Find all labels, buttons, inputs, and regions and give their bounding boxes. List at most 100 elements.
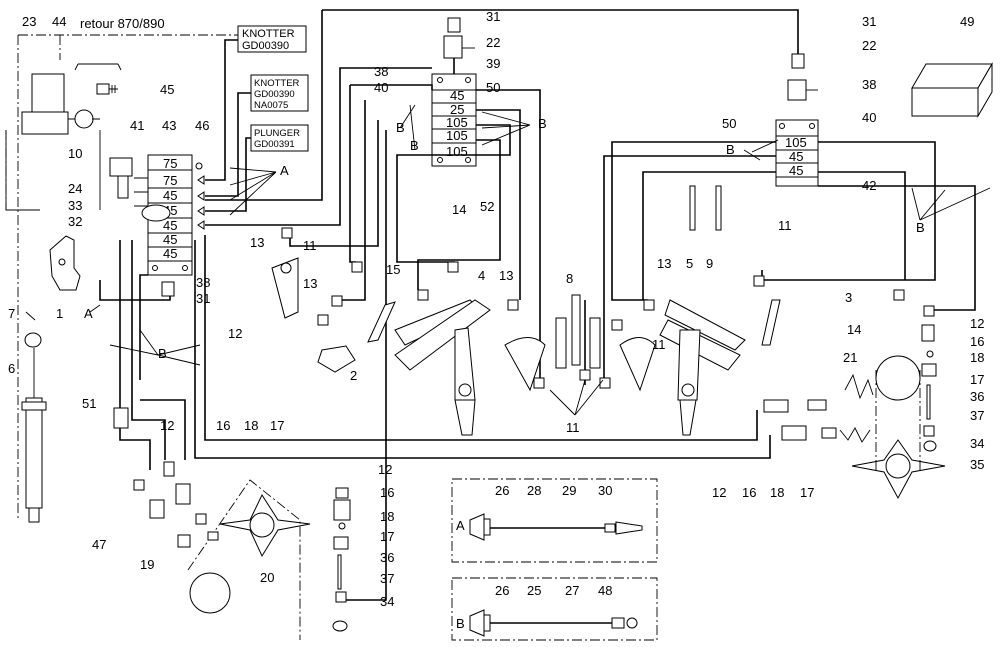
mounting-bracket xyxy=(49,235,81,291)
callout-label: 27 xyxy=(565,583,579,598)
fittings-right-low xyxy=(763,324,937,452)
left-block-value: 75 xyxy=(163,156,177,171)
center-block-value: 105 xyxy=(446,144,468,159)
right-distributor-block xyxy=(775,119,819,187)
callout-label: 12 xyxy=(160,418,174,433)
svg-text:GD00391: GD00391 xyxy=(254,139,295,150)
left-block-value: 45 xyxy=(163,232,177,247)
detail-b-hose xyxy=(469,609,638,637)
callout-label: 46 xyxy=(195,118,209,133)
center-needles xyxy=(555,294,601,369)
callout-label: 47 xyxy=(92,537,106,552)
left-block-outlets xyxy=(195,162,205,230)
right-block-value: 45 xyxy=(789,149,803,164)
callout-label: 5 xyxy=(686,256,693,271)
callout-label: 2 xyxy=(350,368,357,383)
line-letter: B xyxy=(410,138,419,153)
callout-label: 23 xyxy=(22,14,36,29)
callout-label: 51 xyxy=(82,396,96,411)
callout-label: 50 xyxy=(486,80,500,95)
callout-label: 45 xyxy=(160,82,174,97)
callout-label: 22 xyxy=(862,38,876,53)
callout-label: 30 xyxy=(598,483,612,498)
line-letter: A xyxy=(84,306,93,321)
svg-text:GD00390: GD00390 xyxy=(254,89,295,100)
center-distributor-block xyxy=(431,73,477,167)
center-block-value: 45 xyxy=(450,88,464,103)
fittings-center-low xyxy=(332,487,351,632)
callout-label: 12 xyxy=(712,485,726,500)
line-letter: A xyxy=(280,163,289,178)
callout-label: 11 xyxy=(652,337,666,352)
callout-label: 37 xyxy=(970,408,984,423)
line-letter: B xyxy=(916,220,925,235)
chain-21 xyxy=(844,373,874,400)
callout-label: 33 xyxy=(68,198,82,213)
detail-a-hose xyxy=(469,513,643,541)
line-letter: B xyxy=(456,616,465,631)
callout-label: 11 xyxy=(778,218,792,233)
callout-label: 35 xyxy=(970,457,984,472)
callout-label: 12 xyxy=(378,462,392,477)
callout-label: 11 xyxy=(566,420,580,435)
left-block-value: 75 xyxy=(163,173,177,188)
storage-box xyxy=(911,62,993,118)
callout-label: 34 xyxy=(380,594,394,609)
svg-text:KNOTTER: KNOTTER xyxy=(254,78,300,89)
valve-body xyxy=(117,175,129,199)
return-note: retour 870/890 xyxy=(80,16,165,31)
chain-b xyxy=(839,427,871,443)
connector xyxy=(141,204,171,222)
hose-lines xyxy=(99,9,976,601)
callout-label: 29 xyxy=(562,483,576,498)
callout-label: 50 xyxy=(722,116,736,131)
left-block-value: 45 xyxy=(163,188,177,203)
line-letter: A xyxy=(456,518,465,533)
callout-label: 14 xyxy=(847,322,861,337)
callout-label: 39 xyxy=(486,56,500,71)
callout-label: 7 xyxy=(8,306,15,321)
callout-label: 14 xyxy=(452,202,466,217)
tag-plunger: PLUNGER GD00391 xyxy=(250,124,309,152)
callout-label: 12 xyxy=(970,316,984,331)
right-tee-fitting xyxy=(787,53,818,101)
callout-label: 31 xyxy=(486,9,500,24)
left-knotter-arm xyxy=(367,299,546,436)
tag-knotter-1: KNOTTER GD00390 xyxy=(237,25,307,53)
callout-label: 34 xyxy=(970,436,984,451)
lever-2 xyxy=(271,257,356,373)
sprocket-right xyxy=(851,355,946,500)
callout-label: 52 xyxy=(480,199,494,214)
center-block-value: 105 xyxy=(446,115,468,130)
callout-label: 13 xyxy=(303,276,317,291)
callout-label: 25 xyxy=(527,583,541,598)
callout-label: 48 xyxy=(598,583,612,598)
callout-label: 28 xyxy=(527,483,541,498)
callout-label: 22 xyxy=(486,35,500,50)
callout-label: 4 xyxy=(478,268,485,283)
callout-label: 21 xyxy=(843,350,857,365)
callout-label: 26 xyxy=(495,483,509,498)
fittings-lower-left xyxy=(113,407,219,548)
callout-label: 17 xyxy=(270,418,284,433)
right-knotter-arm xyxy=(619,299,781,436)
line-letter: B xyxy=(396,120,405,135)
right-block-value: 105 xyxy=(785,135,807,150)
leader-lines xyxy=(25,104,991,416)
callout-label: 38 xyxy=(374,64,388,79)
svg-text:GD00390: GD00390 xyxy=(242,40,289,52)
callout-label: 16 xyxy=(742,485,756,500)
sprocket-left xyxy=(187,479,311,640)
svg-text:PLUNGER: PLUNGER xyxy=(254,128,300,139)
callout-label: 13 xyxy=(657,256,671,271)
callouts: 23 44 45 41 43 46 10 24 33 32 38 31 1 7 … xyxy=(8,9,984,609)
callout-label: 40 xyxy=(374,80,388,95)
detail-b-frame xyxy=(451,577,658,641)
callout-label: 36 xyxy=(380,550,394,565)
callout-label: 16 xyxy=(380,485,394,500)
callout-label: 16 xyxy=(216,418,230,433)
callout-label: 36 xyxy=(970,389,984,404)
callout-label: 17 xyxy=(380,529,394,544)
line-letter: B xyxy=(538,116,547,131)
